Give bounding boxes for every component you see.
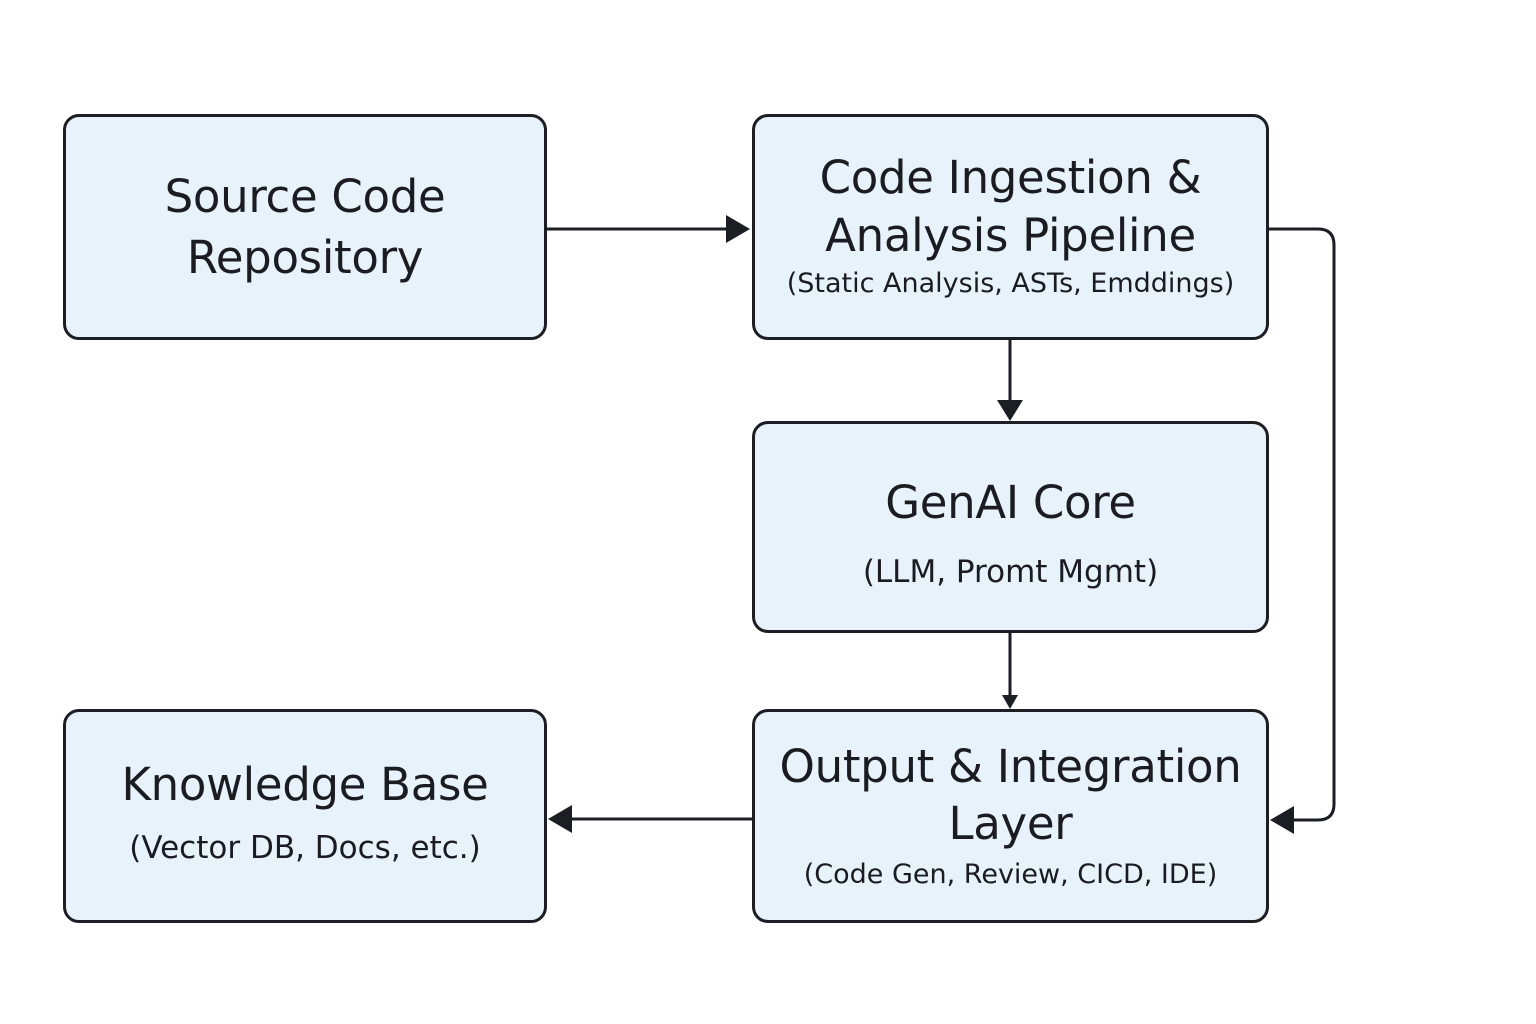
- node-code-ingestion-pipeline: Code Ingestion & Analysis Pipeline (Stat…: [752, 114, 1269, 340]
- node-subtitle: (LLM, Promt Mgmt): [862, 553, 1159, 590]
- node-title-line: Analysis Pipeline: [825, 209, 1196, 262]
- node-title: Knowledge Base: [121, 757, 489, 811]
- node-title-line: Code Ingestion &: [819, 151, 1202, 204]
- node-genai-core: GenAI Core (LLM, Promt Mgmt): [752, 421, 1269, 633]
- node-title-line: Source Code: [164, 170, 446, 223]
- node-title: GenAI Core: [885, 475, 1136, 529]
- node-title-line: Output & Integration: [779, 740, 1242, 793]
- arrowhead-genai-to-output: [1002, 695, 1018, 709]
- node-subtitle: (Code Gen, Review, CICD, IDE): [803, 859, 1218, 890]
- arrowhead-source-to-ingest: [726, 215, 750, 243]
- arrow-ingest-to-output: [1269, 227, 1336, 822]
- node-title-line: Repository: [186, 231, 424, 284]
- node-output-integration-layer: Output & Integration Layer (Code Gen, Re…: [752, 709, 1269, 923]
- arrowhead-output-to-knowledge: [548, 805, 572, 833]
- arrowhead-ingest-to-output: [1270, 806, 1294, 834]
- node-title: Code Ingestion & Analysis Pipeline: [820, 149, 1202, 265]
- node-knowledge-base: Knowledge Base (Vector DB, Docs, etc.): [63, 709, 547, 923]
- node-subtitle: (Static Analysis, ASTs, Emddings): [786, 268, 1235, 299]
- node-source-code-repository: Source Code Repository: [63, 114, 547, 340]
- node-subtitle: (Vector DB, Docs, etc.): [129, 829, 481, 866]
- node-title-line: Layer: [948, 797, 1073, 850]
- arrowhead-ingest-to-genai: [997, 400, 1023, 421]
